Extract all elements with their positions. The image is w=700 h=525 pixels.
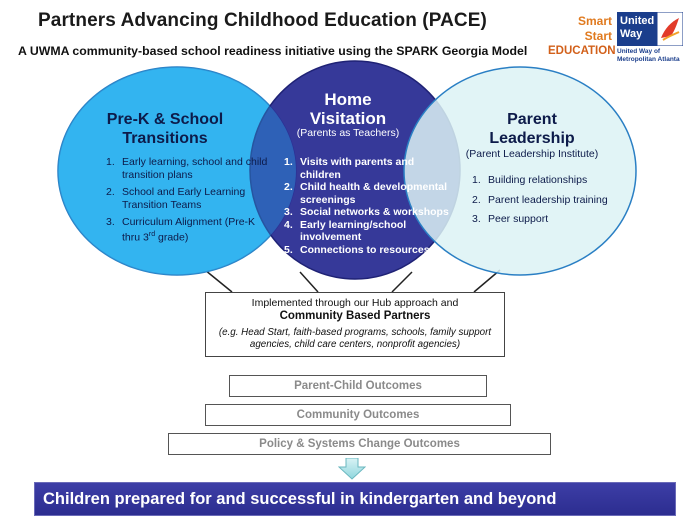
hub-line1: Implemented through our Hub approach and [251,297,459,309]
list-item: 2.School and Early Learning Transition T… [106,186,246,211]
united-way-logo-box: United Way [617,12,657,46]
united-way-logo-sub-line2: Metropolitan Atlanta [617,55,680,63]
united-way-logo-subtitle: United Way of Metropolitan Atlanta [617,48,687,63]
circle-parent-leadership [403,66,637,276]
connector-line-right [473,269,501,293]
prek-title-line1: Pre-K & School [106,111,224,128]
prek-title: Pre-K & School Transitions [80,110,250,148]
united-way-logo: United Way United Way of Metropolitan At… [617,12,683,66]
parent-leadership-title-line2: Leadership [489,130,575,147]
list-item: 1.Building relationships [472,174,588,186]
prek-list: 1.Early learning, school and child trans… [106,156,276,249]
parent-leadership-title: Parent Leadership [452,110,612,148]
united-way-logo-sub-line1: United Way of [617,48,661,55]
outcome-banner: Children prepared for and successful in … [34,482,676,516]
connector-line-mid-left [299,271,319,293]
connector-line-mid-right [391,271,413,293]
parent-leadership-title-line1: Parent [507,111,557,128]
home-visitation-title-line1: Home [324,90,372,109]
page-subtitle: A UWMA community-based school readiness … [18,44,528,58]
policy-outcomes-box: Policy & Systems Change Outcomes [168,433,551,455]
list-item: 2.Parent leadership training [472,193,608,206]
home-visitation-title: Home Visitation [268,90,428,128]
list-item: 1.Early learning, school and child trans… [106,156,268,181]
circle-prek-overlay [58,67,296,275]
community-outcomes-box: Community Outcomes [205,404,511,426]
list-item: 1.Visits with parents and children [284,156,415,181]
page-title: Partners Advancing Childhood Education (… [38,10,487,31]
home-visitation-title-line2: Visitation [309,109,387,128]
list-item: 3.Curriculum Alignment (Pre-K thru 3rd g… [106,216,256,243]
hub-examples: (e.g. Head Start, faith-based programs, … [218,327,492,350]
smart-start-logo: Smart Start EDUCATION [548,14,616,59]
united-way-hand-icon [657,12,683,46]
hub-approach-box: Implemented through our Hub approach and… [205,292,505,357]
list-item: 3.Social networks & workshops [284,206,449,218]
smart-start-logo-line2: EDUCATION [548,45,616,57]
list-item: 2.Child health & developmental screening… [284,181,448,206]
list-item: 4.Early learning/school involvement [284,218,407,244]
list-item: 3.Peer support [472,213,549,225]
prek-title-line2: Transitions [122,130,208,147]
home-visitation-subtitle: (Parents as Teachers) [296,127,400,139]
list-item: 5.Connections to resources [284,243,430,256]
down-arrow-icon [338,458,366,480]
smart-start-logo-line1: Smart Start [577,14,612,43]
home-visitation-list: 1.Visits with parents and children 2.Chi… [284,156,450,256]
connector-line-left [204,269,233,293]
parent-leadership-subtitle: (Parent Leadership Institute) [465,148,599,160]
hub-line2: Community Based Partners [279,310,431,322]
united-way-logo-line1: United [620,15,655,27]
united-way-logo-line2: Way [620,28,643,40]
parent-child-outcomes-box: Parent-Child Outcomes [229,375,487,397]
parent-leadership-list: 1.Building relationships 2.Parent leader… [472,174,632,233]
